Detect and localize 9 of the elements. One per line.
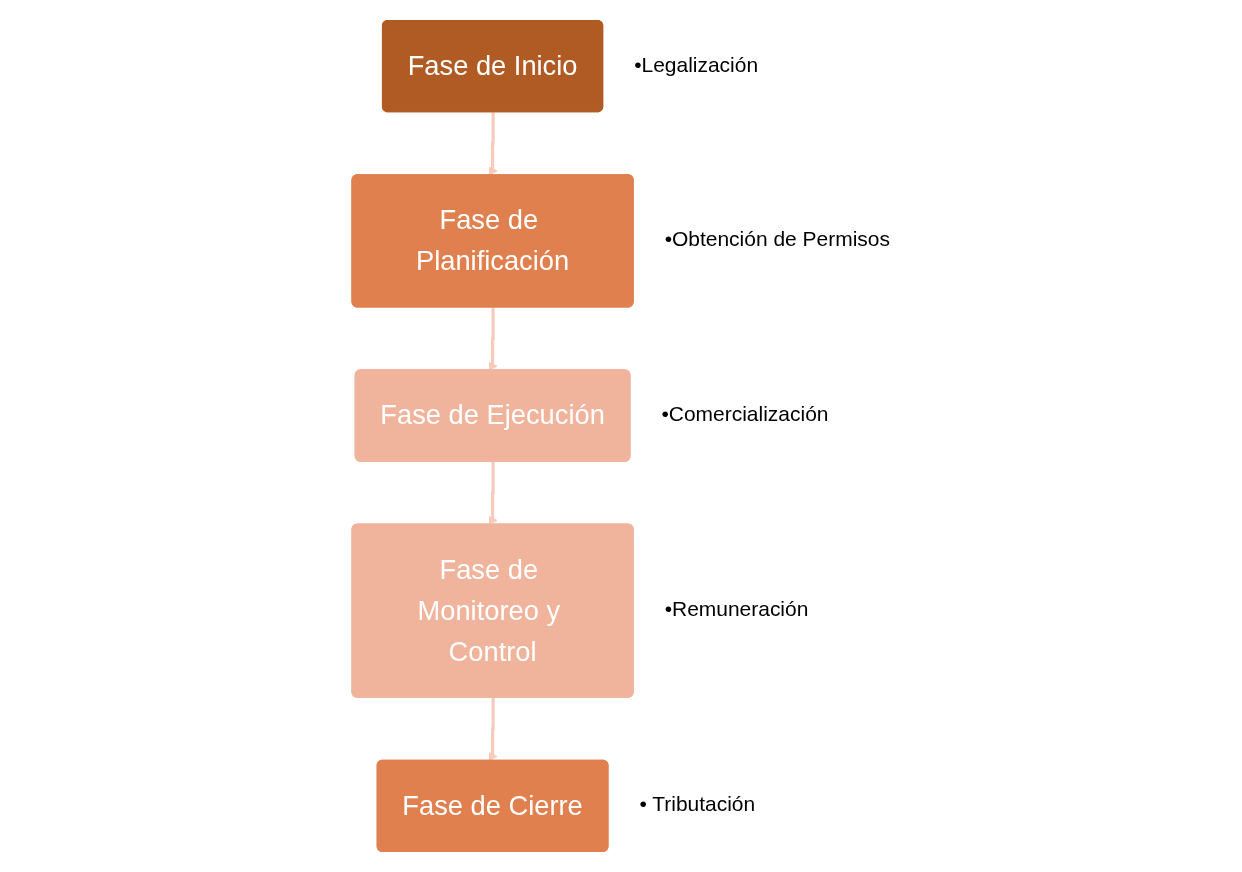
bullet-note: •Obtención de Permisos [664, 227, 890, 251]
bullet-note: •Legalización [634, 52, 759, 76]
bullet-note: •Remuneración [664, 597, 809, 621]
arrow [488, 112, 498, 176]
arrow [488, 307, 498, 371]
bullet-note: •Comercialización [661, 402, 829, 426]
arrow [488, 697, 498, 762]
arrow [488, 461, 498, 526]
bullet-note: • Tributación [639, 792, 756, 816]
